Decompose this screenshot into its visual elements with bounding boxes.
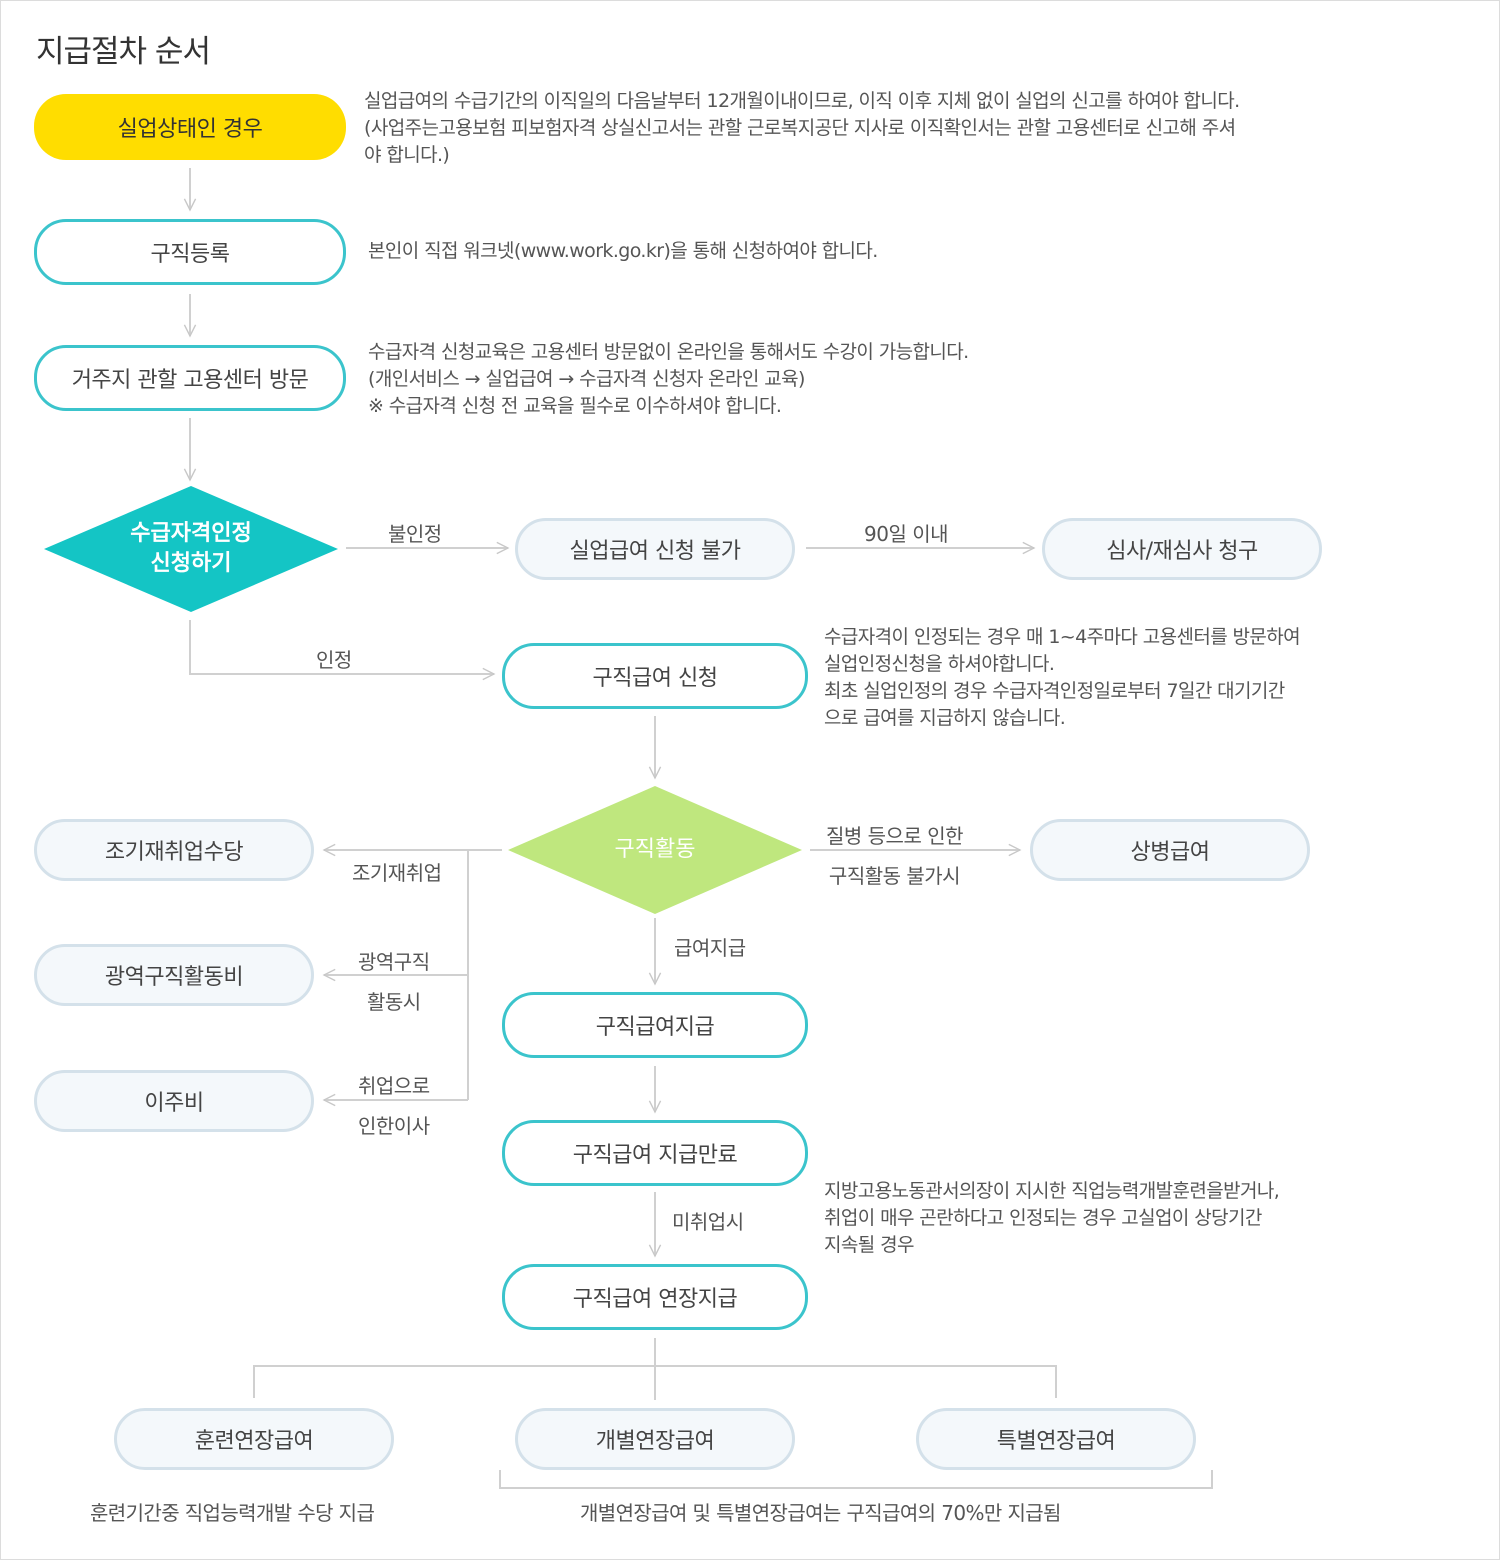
- relocation-node: 이주비: [34, 1070, 314, 1132]
- label-line: 활동시: [366, 990, 421, 1014]
- extended-node: 구직급여 연장지급: [502, 1264, 808, 1330]
- footer-bracket: [499, 1470, 1213, 1489]
- individual-ext-node: 개별연장급여: [515, 1408, 795, 1470]
- extended-label: 구직급여 연장지급: [572, 1287, 738, 1312]
- tree-bar: [253, 1365, 1057, 1398]
- label-unemployed-case: 미취업시: [672, 1210, 744, 1234]
- label-line: 인한이사: [358, 1114, 430, 1138]
- special-ext-label: 특별연장급여: [996, 1429, 1116, 1454]
- job-registration-node: 구직등록: [34, 219, 346, 285]
- unemployed-node: 실업상태인 경우: [34, 94, 346, 160]
- label-not-approved: 불인정: [388, 522, 442, 546]
- apply-benefit-label: 구직급여 신청: [592, 666, 718, 691]
- footer-individual-special: 개별연장급여 및 특별연장급여는 구직급여의 70%만 지급됨: [580, 1501, 1061, 1525]
- apply-benefit-node: 구직급여 신청: [502, 643, 808, 709]
- visit-center-description: 수급자격 신청교육은 고용센터 방문없이 온라인을 통해서도 수강이 가능합니다…: [368, 339, 969, 420]
- label-line: 광역구직: [358, 950, 430, 974]
- not-eligible-node: 실업급여 신청 불가: [515, 518, 795, 580]
- wide-area-label: 광역구직활동비: [104, 965, 244, 990]
- description-line: 야 합니다.): [364, 144, 450, 166]
- benefit-payment-label: 구직급여지급: [595, 1015, 715, 1040]
- apply-qualification-line2: 신청하기: [150, 551, 232, 576]
- individual-ext-label: 개별연장급여: [595, 1429, 715, 1454]
- visit-center-node: 거주지 관할 고용센터 방문: [34, 345, 346, 411]
- label-approved: 인정: [316, 648, 352, 672]
- apply-qualification-line1: 수급자격인정: [130, 521, 252, 546]
- extended-description: 지방고용노동관서의장이 지시한 직업능력개발훈련을받거나, 취업이 매우 곤란하…: [824, 1178, 1280, 1259]
- label-within-90: 90일 이내: [864, 522, 949, 546]
- visit-center-label: 거주지 관할 고용센터 방문: [71, 368, 309, 393]
- unemployed-node-label: 실업상태인 경우: [117, 117, 263, 142]
- label-payment: 급여지급: [674, 936, 746, 960]
- footer-training: 훈련기간중 직업능력개발 수당 지급: [90, 1501, 375, 1525]
- description-line: 실업인정신청을 하셔야합니다.: [824, 653, 1055, 675]
- description-line: 최초 실업인정의 경우 수급자격인정일로부터 7일간 대기기간: [824, 680, 1285, 702]
- description-line: 으로 급여를 지급하지 않습니다.: [824, 707, 1066, 729]
- label-line: 구직활동 불가시: [828, 864, 961, 888]
- special-ext-node: 특별연장급여: [916, 1408, 1196, 1470]
- benefit-payment-node: 구직급여지급: [502, 992, 808, 1058]
- label-wide-area: 광역구직 활동시: [358, 942, 430, 1022]
- description-line: 지속될 경우: [824, 1234, 914, 1256]
- description-line: (사업주는고용보험 피보험자격 상실신고서는 관할 근로복지공단 지사로 이직확…: [364, 117, 1236, 139]
- job-registration-label: 구직등록: [150, 242, 230, 267]
- not-eligible-label: 실업급여 신청 불가: [569, 539, 741, 564]
- description-line: 실업급여의 수급기간의 이직일의 다음날부터 12개월이내이므로, 이직 이후 …: [364, 90, 1240, 112]
- description-line: 지방고용노동관서의장이 지시한 직업능력개발훈련을받거나,: [824, 1180, 1280, 1202]
- training-ext-node: 훈련연장급여: [114, 1408, 394, 1470]
- label-line: 질병 등으로 인한: [826, 824, 964, 848]
- label-sickness: 질병 등으로 인한 구직활동 불가시: [826, 816, 964, 896]
- training-ext-label: 훈련연장급여: [194, 1429, 314, 1454]
- wide-area-node: 광역구직활동비: [34, 944, 314, 1006]
- arrow-approved: [189, 620, 494, 674]
- benefit-end-label: 구직급여 지급만료: [572, 1143, 738, 1168]
- description-line: 취업이 매우 곤란하다고 인정되는 경우 고실업이 상당기간: [824, 1207, 1262, 1229]
- page-title: 지급절차 순서: [36, 34, 211, 70]
- relocation-label: 이주비: [144, 1091, 204, 1116]
- early-reemployment-node: 조기재취업수당: [34, 819, 314, 881]
- description-line: ※ 수급자격 신청 전 교육을 필수로 이수하셔야 합니다.: [368, 395, 782, 417]
- job-registration-description: 본인이 직접 워크넷(www.work.go.kr)을 통해 신청하여야 합니다…: [368, 238, 878, 265]
- description-line: 본인이 직접 워크넷(www.work.go.kr)을 통해 신청하여야 합니다…: [368, 240, 878, 262]
- description-line: (개인서비스 → 실업급여 → 수급자격 신청자 온라인 교육): [368, 368, 805, 390]
- description-line: 수급자격 신청교육은 고용센터 방문없이 온라인을 통해서도 수강이 가능합니다…: [368, 341, 969, 363]
- sickness-label: 상병급여: [1130, 840, 1210, 865]
- description-line: 수급자격이 인정되는 경우 매 1~4주마다 고용센터를 방문하여: [824, 626, 1301, 648]
- early-reemployment-label: 조기재취업수당: [104, 840, 244, 865]
- review-request-label: 심사/재심사 청구: [1106, 539, 1258, 564]
- label-early-reemployment: 조기재취업: [352, 861, 442, 885]
- sickness-node: 상병급여: [1030, 819, 1310, 881]
- apply-benefit-description: 수급자격이 인정되는 경우 매 1~4주마다 고용센터를 방문하여 실업인정신청…: [824, 624, 1301, 732]
- benefit-end-node: 구직급여 지급만료: [502, 1120, 808, 1186]
- review-request-node: 심사/재심사 청구: [1042, 518, 1322, 580]
- job-search-label: 구직활동: [614, 837, 696, 862]
- label-line: 취업으로: [358, 1074, 430, 1098]
- label-relocation: 취업으로 인한이사: [358, 1066, 430, 1146]
- unemployed-description: 실업급여의 수급기간의 이직일의 다음날부터 12개월이내이므로, 이직 이후 …: [364, 88, 1240, 169]
